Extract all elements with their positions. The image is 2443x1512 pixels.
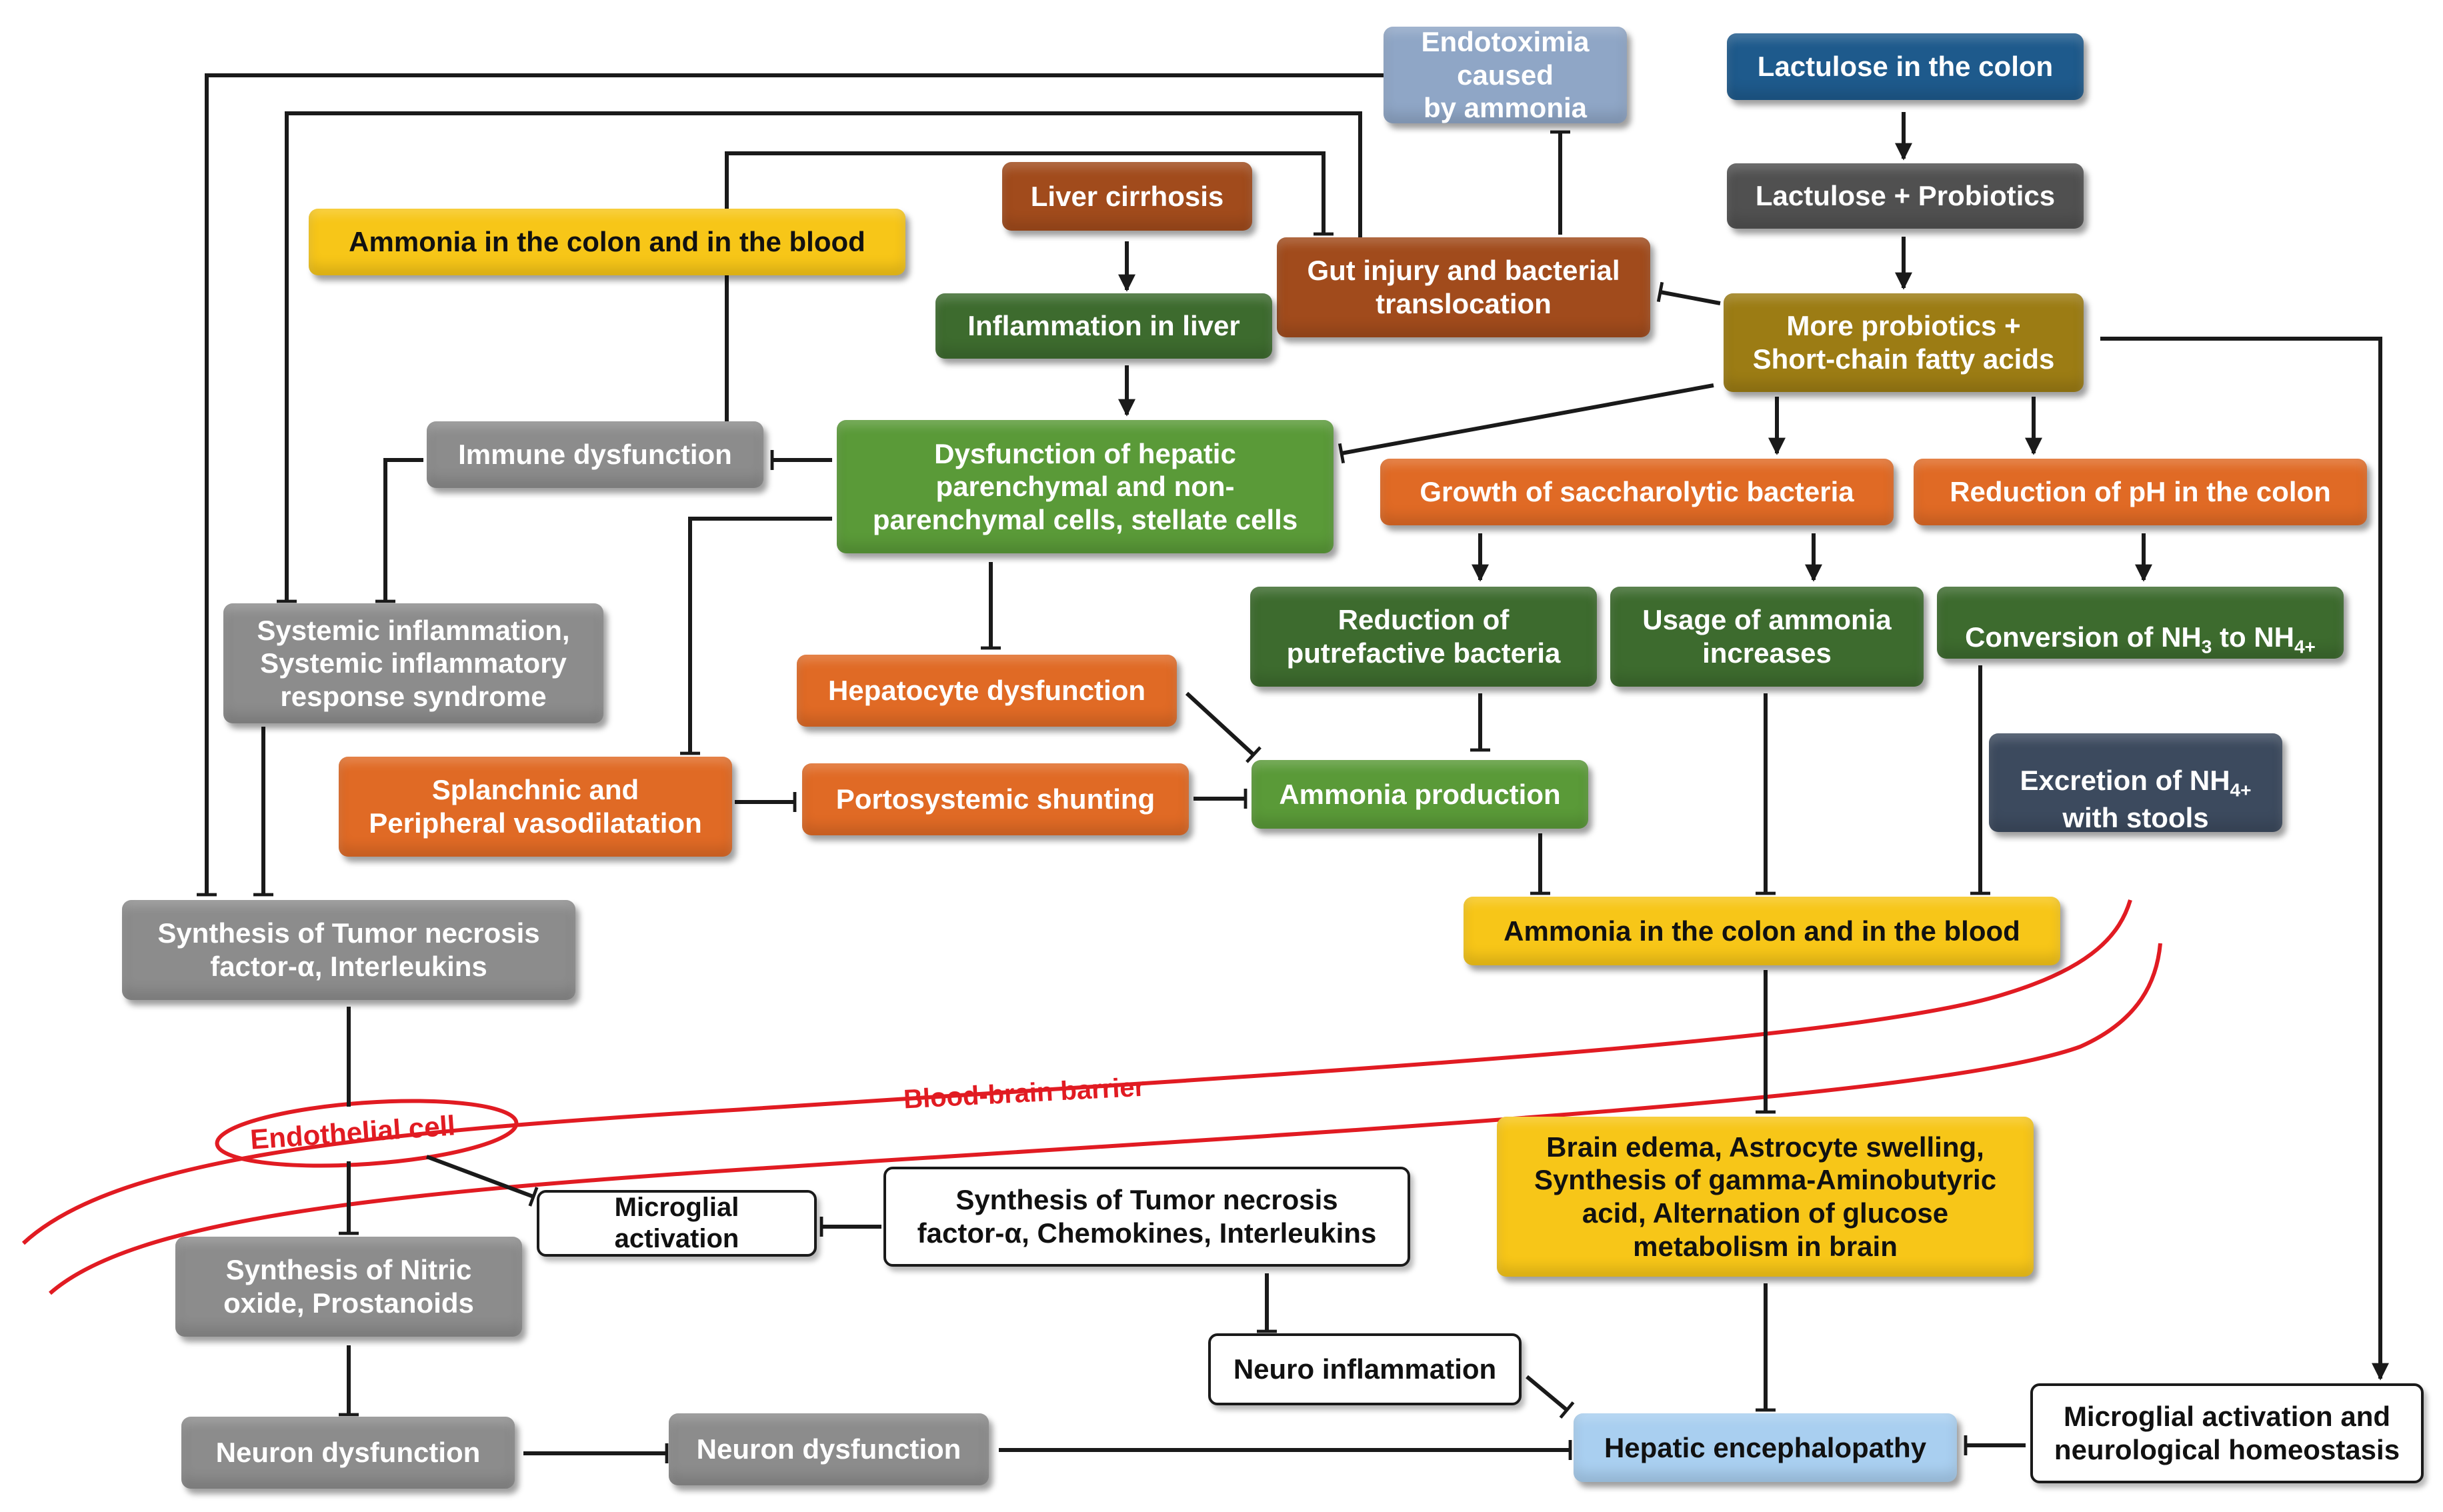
link-more-probiotics-to-dysfunction	[1338, 383, 1714, 464]
node-lactulose-probiotics: Lactulose + Probiotics	[1727, 163, 2084, 229]
node-microglial-activation: Microglial activation	[537, 1190, 817, 1257]
node-dysfunction-hepatic: Dysfunction of hepatic parenchymal and n…	[837, 420, 1334, 553]
node-systemic-inflammation: Systemic inflammation, Systemic inflamma…	[223, 603, 603, 723]
conversion-text: Conversion of NH3 to NH4+	[1965, 621, 2316, 657]
node-excretion: Excretion of NH4+with stools	[1989, 733, 2282, 833]
node-hepatic-encephalopathy: Hepatic encephalopathy	[1574, 1413, 1957, 1482]
node-neuro-inflammation: Neuro inflammation	[1208, 1333, 1522, 1405]
link-more-probiotics-to-gut	[1656, 281, 1721, 305]
link-endothelial-to-microglial	[425, 1155, 539, 1207]
link-ammonia-top-to-gut	[725, 151, 1334, 423]
node-portosystemic: Portosystemic shunting	[802, 763, 1189, 835]
node-conversion: Conversion of NH3 to NH4+	[1937, 587, 2344, 659]
link-gut-to-systemic	[277, 111, 1362, 603]
link-hepatocyte-to-ammonia-production	[1185, 691, 1262, 763]
endothelial-cell-ellipse	[215, 1099, 519, 1168]
node-growth-saccharolytic: Growth of saccharolytic bacteria	[1380, 459, 1894, 525]
node-usage-ammonia: Usage of ammonia increases	[1610, 587, 1924, 687]
node-immune-dysfunction: Immune dysfunction	[427, 421, 763, 488]
node-reduction-ph: Reduction of pH in the colon	[1914, 459, 2367, 525]
node-neuron-dysfunction-2: Neuron dysfunction	[669, 1413, 989, 1485]
node-liver-cirrhosis: Liver cirrhosis	[1002, 162, 1252, 231]
node-ammonia-bottom: Ammonia in the colon and in the blood	[1464, 897, 2060, 965]
node-hepatocyte-dysfunction: Hepatocyte dysfunction	[797, 655, 1177, 727]
node-brain-edema: Brain edema, Astrocyte swelling, Synthes…	[1497, 1117, 2034, 1277]
node-synthesis-tnf-left: Synthesis of Tumor necrosis factor-α, In…	[122, 900, 575, 1000]
node-endotoximia: Endotoximia caused by ammonia	[1384, 26, 1627, 123]
node-ammonia-top: Ammonia in the colon and in the blood	[309, 209, 905, 275]
node-splanchnic: Splanchnic and Peripheral vasodilatation	[339, 757, 732, 857]
node-synthesis-nitric: Synthesis of Nitric oxide, Prostanoids	[175, 1237, 522, 1337]
node-microglial-homeostasis: Microglial activation and neurological h…	[2030, 1383, 2424, 1483]
barrier-inner-curve	[49, 943, 2162, 1295]
node-reduction-putrefactive: Reduction of putrefactive bacteria	[1250, 587, 1597, 687]
excretion-text: Excretion of NH4+with stools	[2020, 765, 2252, 833]
link-dysfunction-to-splanchnic	[680, 517, 832, 755]
node-lactulose-colon: Lactulose in the colon	[1727, 33, 2084, 100]
node-ammonia-production: Ammonia production	[1252, 760, 1588, 829]
node-more-probiotics: More probiotics + Short-chain fatty acid…	[1724, 293, 2084, 392]
node-gut-injury: Gut injury and bacterial translocation	[1277, 237, 1650, 337]
node-synthesis-tnf-mid: Synthesis of Tumor necrosis factor-α, Ch…	[883, 1167, 1410, 1267]
link-neuro-inflammation-to-he	[1526, 1375, 1575, 1419]
node-neuron-dysfunction-1: Neuron dysfunction	[181, 1417, 515, 1489]
node-inflammation-liver: Inflammation in liver	[935, 293, 1272, 359]
link-immune-to-systemic	[375, 458, 423, 603]
link-endotoximia-to-synthesis-tnf	[197, 73, 1384, 897]
link-more-probiotics-to-homeostasis	[2100, 337, 2389, 1381]
